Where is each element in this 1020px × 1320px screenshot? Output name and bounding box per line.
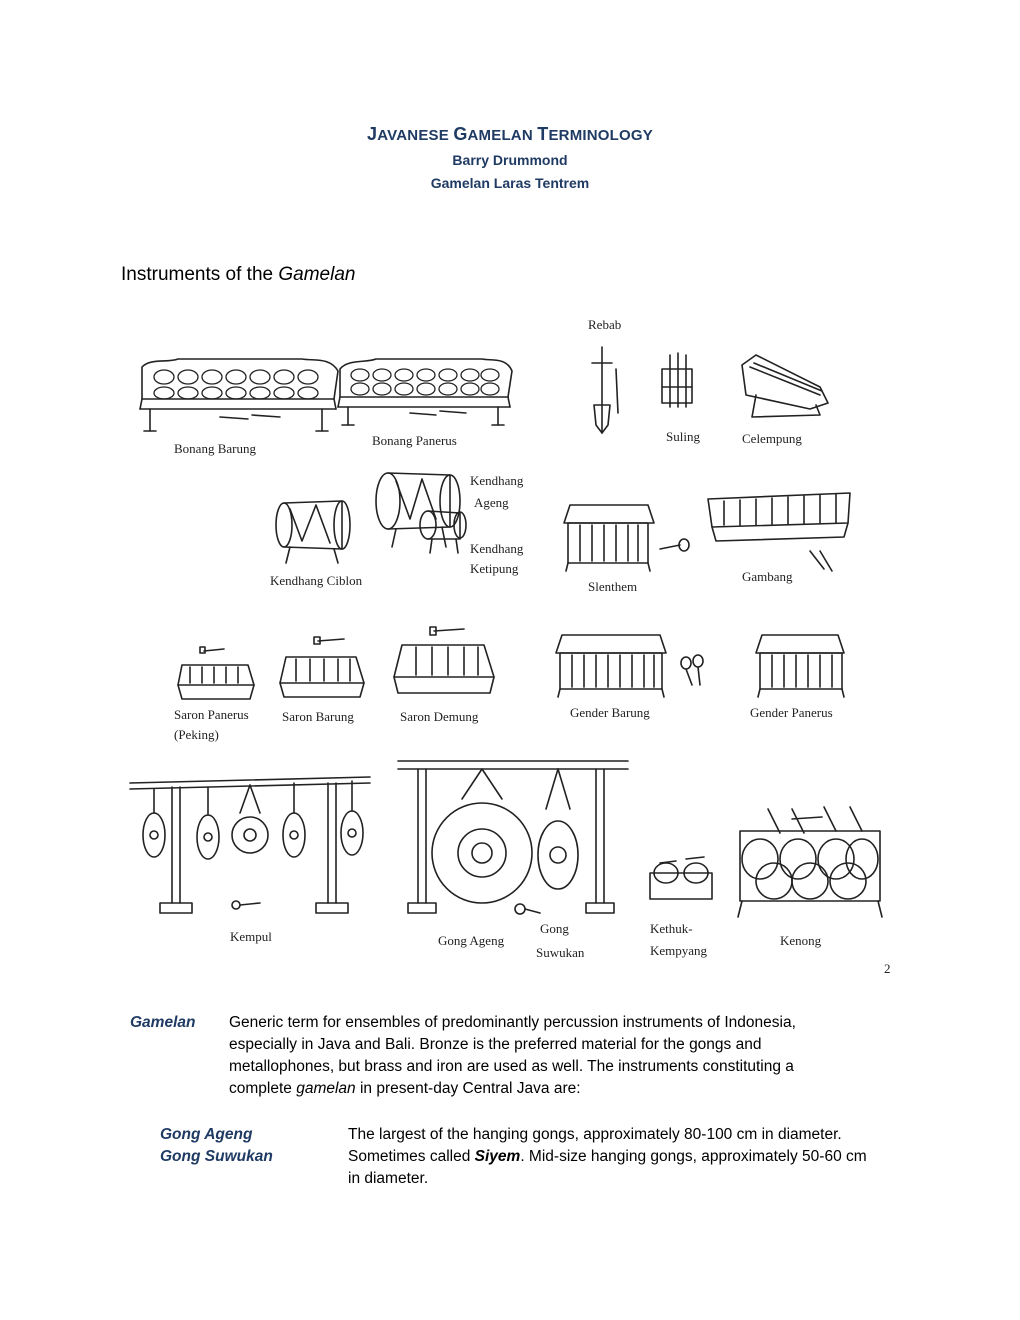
label-kendhang-ketipung-2: Ketipung <box>470 561 519 576</box>
title-rest-1: AVANESE <box>377 127 454 144</box>
label-gong-suwukan-1: Gong <box>540 921 569 936</box>
definition-gong-suwukan-text: Sometimes called Siyem. Mid-size hanging… <box>348 1146 928 1190</box>
label-gong-suwukan-2: Suwukan <box>536 945 585 960</box>
gong-suwukan-line-1: Sometimes called Siyem. Mid-size hanging… <box>348 1148 867 1165</box>
label-kethuk-1: Kethuk- <box>650 921 693 936</box>
title-cap-3: T <box>537 124 549 144</box>
term-gong-suwukan: Gong Suwukan <box>160 1148 273 1165</box>
suling-illustration <box>661 352 693 408</box>
term-gong-ageng: Gong Ageng <box>160 1126 253 1143</box>
label-bonang-panerus: Bonang Panerus <box>372 433 457 448</box>
gambang-illustration <box>707 492 851 572</box>
label-kempul: Kempul <box>230 929 272 944</box>
label-kendhang-ageng-1: Kendhang <box>470 473 524 488</box>
instruments-figure: Rebab Bonang Barung Bonang Panerus Sulin… <box>129 317 891 976</box>
gong-ageng-illustration <box>397 760 629 915</box>
celempung-illustration <box>741 354 829 418</box>
kendhang-ageng-illustration <box>375 472 461 548</box>
label-gong-ageng: Gong Ageng <box>438 933 505 948</box>
label-kethuk-2: Kempyang <box>650 943 708 958</box>
label-kendhang-ageng-2: Ageng <box>474 495 509 510</box>
label-gender-barung: Gender Barung <box>570 705 650 720</box>
gender-panerus-illustration <box>755 634 845 698</box>
definition-gamelan: Gamelan <box>130 1012 195 1034</box>
label-suling: Suling <box>666 429 700 444</box>
title-rest-3: ERMINOLOGY <box>548 127 653 144</box>
title-cap-2: G <box>453 124 468 144</box>
gamelan-line-4: complete gamelan in present-day Central … <box>229 1080 581 1097</box>
saron-demung-illustration <box>393 626 495 694</box>
kenong-illustration <box>737 806 883 918</box>
kendhang-ketipung-illustration <box>419 510 467 554</box>
label-gambang: Gambang <box>742 569 793 584</box>
label-saron-panerus-2: (Peking) <box>174 727 219 742</box>
bonang-panerus-illustration <box>337 358 513 426</box>
gamelan-line-2: especially in Java and Bali. Bronze is t… <box>229 1036 762 1053</box>
slenthem-illustration <box>563 504 690 572</box>
definition-gamelan-text: Generic term for ensembles of predominan… <box>229 1012 929 1100</box>
term-gamelan: Gamelan <box>130 1014 196 1031</box>
gong-suwukan-line-2: in diameter. <box>348 1170 429 1187</box>
document-title: JAVANESE GAMELAN TERMINOLOGY <box>0 124 1020 145</box>
title-cap-1: J <box>367 124 378 144</box>
section-heading-italic: Gamelan <box>278 264 356 285</box>
kempul-illustration <box>129 776 371 914</box>
label-kenong: Kenong <box>780 933 822 948</box>
saron-barung-illustration <box>279 636 365 698</box>
label-celempung: Celempung <box>742 431 802 446</box>
label-saron-panerus-1: Saron Panerus <box>174 707 249 722</box>
label-rebab: Rebab <box>588 317 621 332</box>
kethuk-kempyang-illustration <box>649 856 713 900</box>
definition-gong-ageng-text: The largest of the hanging gongs, approx… <box>348 1126 842 1143</box>
section-heading-prefix: Instruments of the <box>121 264 279 285</box>
bonang-barung-illustration <box>139 358 339 432</box>
label-bonang-barung: Bonang Barung <box>174 441 256 456</box>
label-kendhang-ketipung-1: Kendhang <box>470 541 524 556</box>
label-gender-panerus: Gender Panerus <box>750 705 833 720</box>
definition-gong-suwukan: Gong Suwukan <box>160 1146 273 1168</box>
definition-gong-ageng: Gong Ageng <box>160 1124 252 1146</box>
label-saron-demung: Saron Demung <box>400 709 479 724</box>
rebab-illustration <box>591 346 619 434</box>
gamelan-line-1: Generic term for ensembles of predominan… <box>229 1014 796 1031</box>
label-saron-barung: Saron Barung <box>282 709 354 724</box>
title-rest-2: AMELAN <box>467 127 538 144</box>
author: Barry Drummond <box>452 152 568 168</box>
gender-barung-illustration <box>555 634 704 698</box>
figure-page-number: 2 <box>884 961 891 976</box>
label-slenthem: Slenthem <box>588 579 637 594</box>
gamelan-line-3: metallophones, but brass and iron are us… <box>229 1058 794 1075</box>
organization: Gamelan Laras Tentrem <box>430 175 590 191</box>
section-heading: Instruments of the Gamelan <box>121 264 355 286</box>
saron-panerus-illustration <box>177 646 255 700</box>
label-kendhang-ciblon: Kendhang Ciblon <box>270 573 363 588</box>
kendhang-ciblon-illustration <box>275 500 351 564</box>
